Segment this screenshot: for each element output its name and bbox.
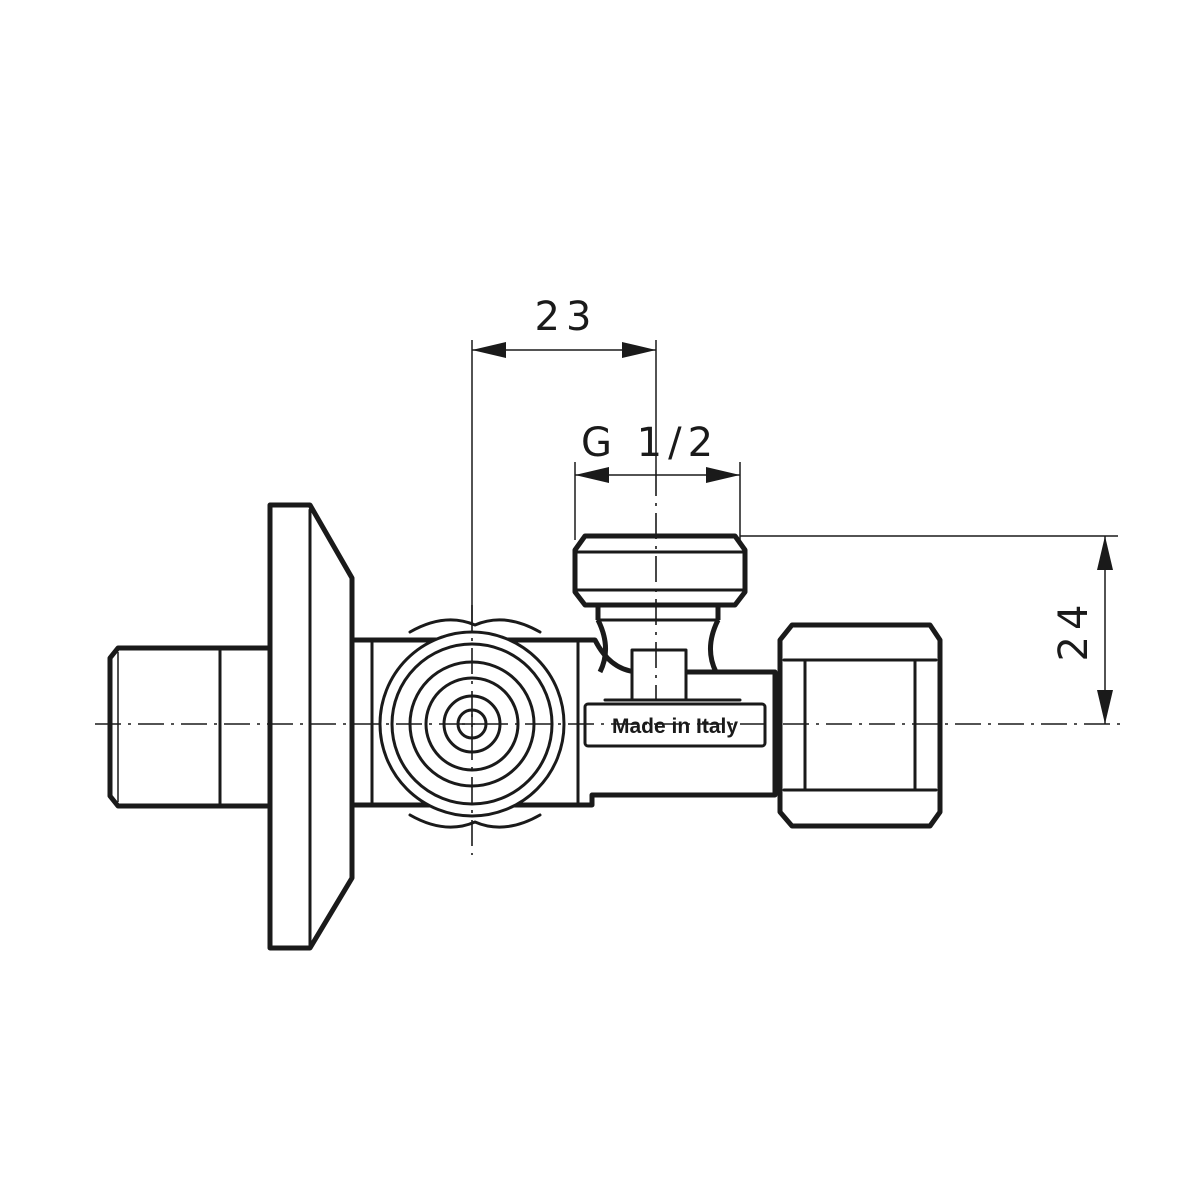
threaded-inlet [107,645,273,809]
marking-label [583,702,767,748]
valve-body [349,637,778,808]
dimension-offset [471,340,657,625]
outlet-nut [572,533,748,608]
dimension-height [740,535,1118,724]
dimension-thread-label: G 1/2 [581,420,719,466]
outlet-stem [595,605,742,702]
made-in-italy-marking: Made in Italy [612,715,738,738]
compression-nut [777,622,943,829]
dimension-thread [574,462,741,540]
dimension-height-label: 24 [1051,599,1097,662]
wall-flange [267,502,355,951]
dimension-offset-label: 23 [535,294,598,340]
center-lines [95,470,1120,855]
